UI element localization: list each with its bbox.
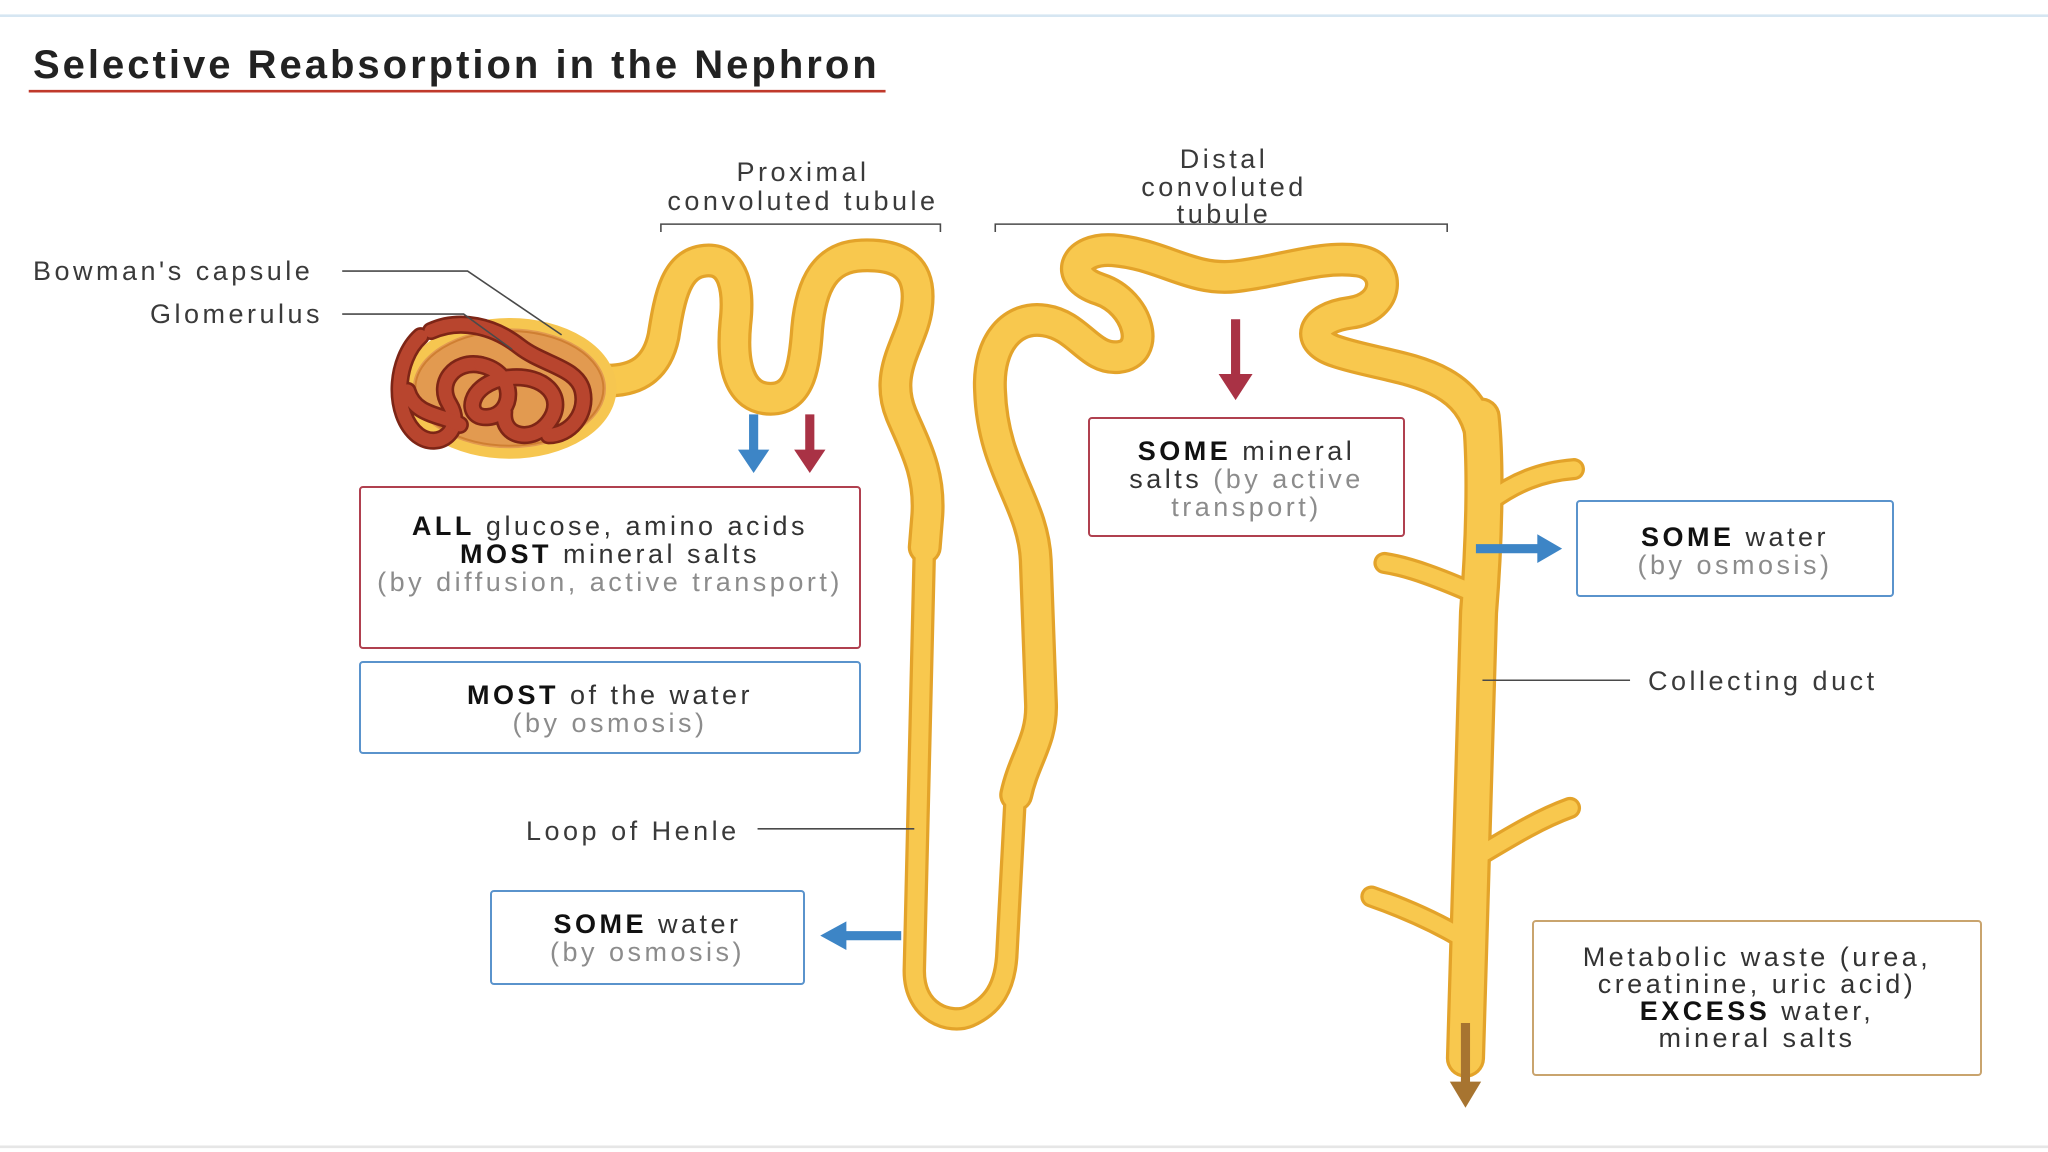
substance: of the water [569,680,754,710]
arrow-head [1449,1081,1482,1108]
box-text: SOME mineral salts (by active transport) [1116,437,1378,521]
label-bowmans-capsule: Bowman's capsule [33,256,314,286]
label-glomerulus: Glomerulus [150,299,324,329]
glomerulus-vessels [393,318,590,448]
bowmans-capsule-shape [402,317,617,459]
reabsorption-box-proximal-solutes: ALL glucose, amino acids MOST mineral sa… [359,486,861,649]
quantifier: EXCESS [1639,996,1771,1026]
urine-contents-box: Metabolic waste (urea, creatinine, uric … [1532,920,1982,1076]
excess-text: EXCESS water, mineral salts [1607,998,1907,1052]
substance: water, mineral salts [1658,996,1875,1053]
label-collecting-duct: Collecting duct [1648,666,1878,696]
metabolic-waste-text: Metabolic waste (urea, creatinine, uric … [1582,942,1932,999]
process-note: (by osmosis) [512,708,708,738]
arrow-down-water-proximal [737,414,770,474]
collecting-duct-branch [1376,555,1482,601]
reabsorption-box-proximal-water: MOST of the water (by osmosis) [359,661,861,754]
quantifier: SOME [1137,436,1232,466]
bracket-proximal-tubule [660,223,942,232]
substance: water [658,909,742,939]
process-note: (by diffusion, active transport) [377,567,843,597]
process-note: (by osmosis) [1637,550,1833,580]
loop-of-henle-outline [902,522,1028,1031]
arrow-head [820,921,847,951]
label-line: Proximal [736,157,870,187]
glomerulus-vessel [393,329,488,448]
collecting-duct-branch-outline [1373,551,1485,605]
quantifier: SOME [553,909,647,939]
label-distal-convoluted-tubule: Distal convoluted tubule [1024,144,1424,229]
collecting-duct-branch-outline [1360,885,1474,950]
reabsorption-box-loop-water: SOME water (by osmosis) [490,890,805,985]
glomerulus-vessels-outline [390,315,593,450]
arrow-head [794,449,826,474]
label-line: tubule [1176,199,1272,229]
arrow-head [1218,374,1253,401]
box-line: MOST of the water [361,681,859,709]
arrow-down-salts-distal [1218,319,1253,401]
collecting-duct-branch-outline [1477,458,1585,513]
reabsorption-box-collecting-duct-water: SOME water (by osmosis) [1576,500,1894,597]
substance: mineral salts [562,539,761,569]
collecting-duct-branch-outline [1471,796,1582,865]
quantifier: SOME [1640,522,1735,552]
collecting-duct-branch [1474,800,1578,862]
glomerulus-vessel [400,384,467,432]
collecting-duct-outline [1445,397,1504,1078]
label-line: Distal [1179,144,1269,174]
box-line: MOST mineral salts [361,540,859,568]
arrow-head [1537,534,1563,563]
reabsorption-box-distal-salts: SOME mineral salts (by active transport) [1088,417,1405,537]
collecting-duct [1449,400,1501,1075]
arrow-head [737,449,770,474]
arrow-down-salts-proximal [794,414,826,474]
arrow-left-water-loop [820,921,902,951]
box-line: SOME water [1578,523,1892,551]
glomerulus-vessel [390,327,490,450]
leader-line-glomerulus [342,313,513,350]
quantifier: ALL [411,511,475,541]
substance: glucose, amino acids [485,511,809,541]
label-proximal-convoluted-tubule: Proximal convoluted tubule [603,158,1003,216]
glomerulus-vessel [424,318,590,442]
loop-of-henle [905,525,1025,1028]
glomerulus-vessel [421,315,593,445]
quantifier: MOST [459,539,552,569]
glomerulus-vessel [463,355,565,445]
collecting-duct-branch [1363,888,1471,947]
glomerulus-vessel [466,358,562,442]
box-line: SOME water [492,910,803,938]
page-title: Selective Reabsorption in the Nephron [33,43,880,87]
substance: water [1745,522,1830,552]
label-line: convoluted tubule [667,186,939,216]
process-note: (by osmosis) [549,937,746,967]
arrow-right-water-collecting-duct [1475,534,1563,563]
label-line: convoluted [1141,171,1307,202]
collecting-duct-branch [1481,461,1582,510]
quantifier: MOST [466,680,559,710]
leader-line-bowmans-capsule [342,270,563,336]
bowmans-capsule-inner-rim [414,330,605,447]
arrow-down-urine [1449,1022,1482,1108]
box-line: ALL glucose, amino acids [361,512,859,540]
glomerulus-vessel [398,381,469,434]
label-loop-of-henle: Loop of Henle [526,816,740,846]
